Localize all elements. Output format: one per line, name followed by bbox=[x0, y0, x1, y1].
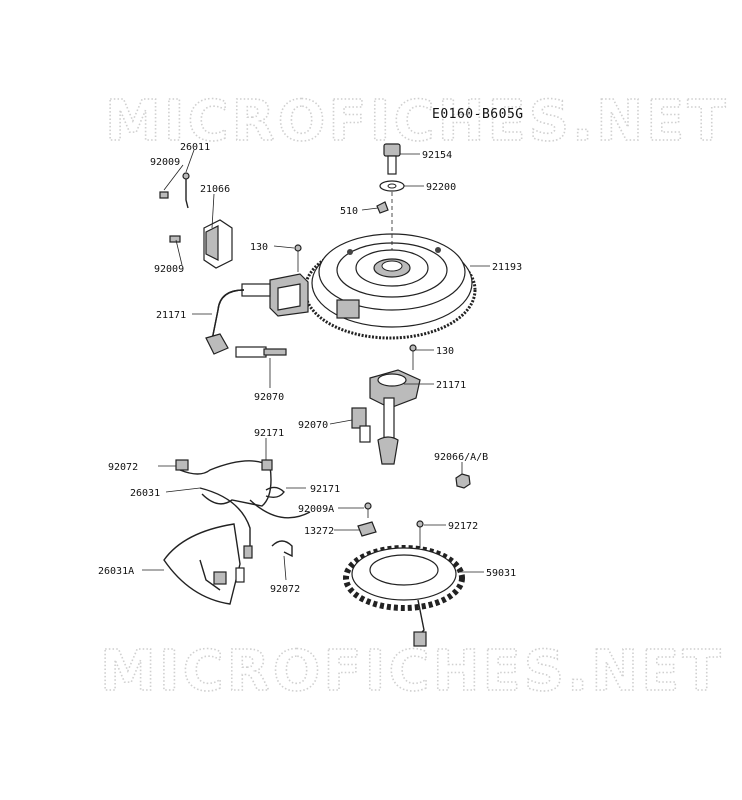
harness-drawing bbox=[175, 459, 311, 559]
stator-drawing bbox=[343, 520, 465, 647]
flywheel-drawing bbox=[303, 233, 477, 340]
ignition-coil-right-drawing bbox=[351, 344, 421, 465]
watermark-bottom: MICROFICHES.NET bbox=[100, 639, 724, 704]
part-label-92070-right[interactable]: 92070 bbox=[298, 420, 328, 431]
part-label-92072-bottom[interactable]: 92072 bbox=[270, 584, 300, 595]
watermark-top: MICROFICHES.NET bbox=[105, 89, 729, 154]
part-label-92009-top[interactable]: 92009 bbox=[150, 157, 180, 168]
part-label-92009-bottom[interactable]: 92009 bbox=[154, 264, 184, 275]
part-label-26011[interactable]: 26011 bbox=[180, 142, 210, 153]
part-label-26031[interactable]: 26031 bbox=[130, 488, 160, 499]
part-label-92070-left[interactable]: 92070 bbox=[254, 392, 284, 403]
harness-a-drawing bbox=[163, 523, 245, 605]
part-label-13272[interactable]: 13272 bbox=[304, 526, 334, 537]
part-label-21066[interactable]: 21066 bbox=[200, 184, 230, 195]
part-label-92171-top[interactable]: 92171 bbox=[254, 428, 284, 439]
part-label-92066[interactable]: 92066/A/B bbox=[434, 452, 488, 463]
part-label-21171-left[interactable]: 21171 bbox=[156, 310, 186, 321]
module-drawing bbox=[159, 172, 233, 269]
part-label-92072-top[interactable]: 92072 bbox=[108, 462, 138, 473]
part-label-92200[interactable]: 92200 bbox=[426, 182, 456, 193]
part-label-26031a[interactable]: 26031A bbox=[98, 566, 134, 577]
part-label-510[interactable]: 510 bbox=[340, 206, 358, 217]
part-label-130-top[interactable]: 130 bbox=[250, 242, 268, 253]
part-label-92009a[interactable]: 92009A bbox=[298, 504, 334, 515]
nut-drawing bbox=[455, 473, 471, 489]
flywheel-bolt-drawing bbox=[376, 143, 405, 250]
diagram-code: E0160-B605G bbox=[432, 107, 524, 122]
part-label-92172[interactable]: 92172 bbox=[448, 521, 478, 532]
ignition-coil-left-drawing bbox=[205, 244, 309, 358]
part-label-21171-right[interactable]: 21171 bbox=[436, 380, 466, 391]
part-label-92171-mid[interactable]: 92171 bbox=[310, 484, 340, 495]
clip-drawing bbox=[271, 540, 293, 558]
part-label-21193[interactable]: 21193 bbox=[492, 262, 522, 273]
leader-lines bbox=[142, 149, 490, 581]
part-label-92154[interactable]: 92154 bbox=[422, 150, 452, 161]
part-label-130-right[interactable]: 130 bbox=[436, 346, 454, 357]
bracket-drawing bbox=[357, 502, 377, 537]
part-label-59031[interactable]: 59031 bbox=[486, 568, 516, 579]
